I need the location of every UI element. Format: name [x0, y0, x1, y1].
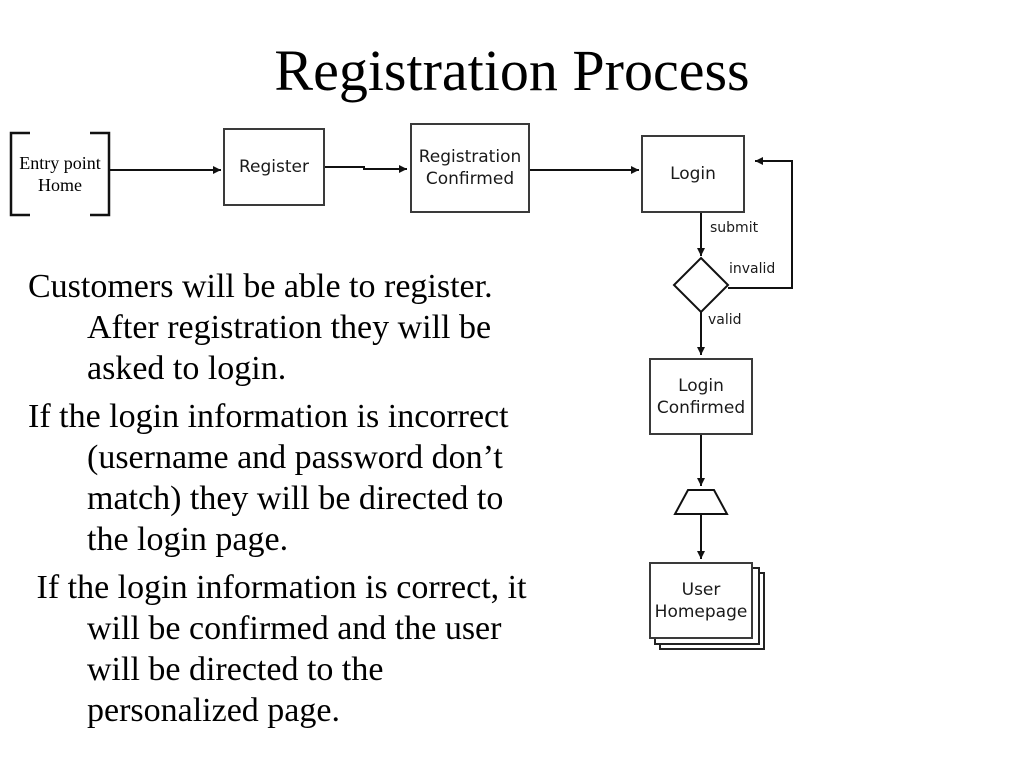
- login-node: Login: [641, 135, 745, 213]
- slide-title: Registration Process: [274, 38, 750, 103]
- text-line: will be directed to the: [87, 651, 384, 688]
- text-line: (username and password don’t: [87, 439, 503, 476]
- text-line: match) they will be directed to: [87, 480, 504, 517]
- entry-bracket-right: [90, 131, 111, 217]
- entry-point-line1: Entry point: [19, 153, 101, 173]
- text-line: After registration they will be: [87, 309, 492, 346]
- arrow-register-to-confirmed: [324, 165, 407, 173]
- text-line: personalized page.: [87, 692, 340, 729]
- entry-bracket-left: [9, 131, 30, 217]
- user-homepage-line1: User: [681, 579, 721, 600]
- edge-label-valid: valid: [708, 312, 742, 328]
- register-node: Register: [223, 128, 325, 206]
- arrow-invalid-loop: [728, 157, 793, 289]
- text-line: will be confirmed and the user: [87, 610, 502, 647]
- login-confirmed-node: Login Confirmed: [649, 358, 753, 435]
- text-line: Customers will be able to register.: [28, 268, 493, 305]
- decision-diamond: [672, 256, 730, 314]
- entry-point-line2: Home: [38, 175, 82, 195]
- edge-label-submit: submit: [710, 220, 759, 236]
- edge-label-invalid: invalid: [729, 261, 776, 277]
- registration-confirmed-node: Registration Confirmed: [410, 123, 530, 213]
- entry-point-node: Entry point Home: [10, 133, 110, 215]
- text-line: the login page.: [87, 521, 289, 558]
- text-line: If the login information is correct, it: [28, 569, 527, 606]
- user-homepage-line2: Homepage: [654, 601, 748, 622]
- paragraph: Customers will be able to register. After…: [0, 266, 600, 389]
- text-line: If the login information is incorrect: [28, 398, 509, 435]
- login-confirmed-line1: Login: [678, 375, 724, 396]
- body-text: Customers will be able to register. After…: [0, 266, 600, 731]
- paragraph: If the login information is correct, it w…: [0, 567, 600, 731]
- login-label: Login: [670, 164, 716, 184]
- user-homepage-node: User Homepage: [649, 562, 753, 639]
- registration-confirmed-line1: Registration: [418, 147, 522, 167]
- login-confirmed-line2: Confirmed: [656, 397, 746, 418]
- paragraph: If the login information is incorrect (us…: [0, 396, 600, 560]
- text-line: asked to login.: [87, 350, 287, 387]
- register-label: Register: [239, 157, 309, 177]
- trapezoid-connector: [673, 489, 729, 515]
- registration-confirmed-line2: Confirmed: [425, 169, 515, 189]
